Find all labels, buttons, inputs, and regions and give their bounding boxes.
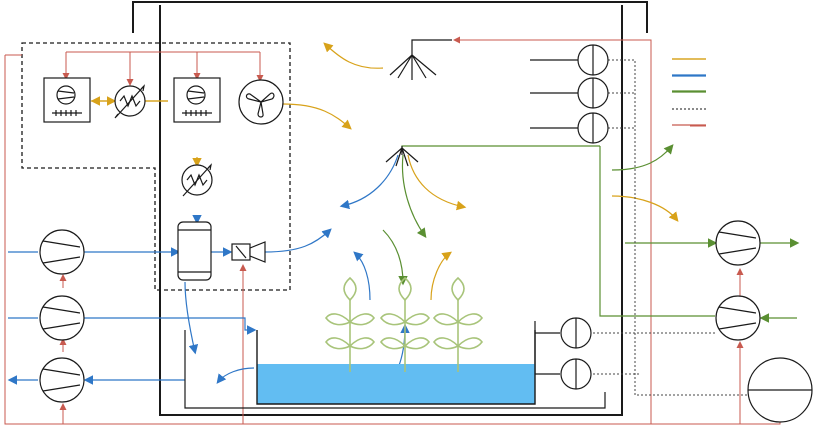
sensor-icon [577,112,609,144]
compressor-unit-icon [43,77,91,123]
plant-icon [325,276,375,372]
sprinkler-icon [389,39,452,80]
nozzle-icon [231,241,266,263]
control-enclosure [21,42,291,291]
water-tray [256,330,536,405]
plant-icon [433,276,483,372]
water-surface [257,364,535,404]
heat-exchanger-icon [114,84,146,119]
chamber-walls [132,1,648,416]
power-lines [4,36,781,425]
fan-icon [238,79,284,125]
pump-icon [715,220,761,266]
plant-icon [380,276,430,372]
water-tank-icon [177,221,212,281]
sensor-icon [560,317,592,349]
sensor-icon [560,358,592,390]
pump-icon [39,229,85,275]
drain-tray [184,330,606,409]
sensor-icon [577,44,609,76]
pump-icon [39,295,85,341]
sensor-icon [577,77,609,109]
legend [672,58,706,126]
pump-icon [715,295,761,341]
heat-exchanger-icon [181,163,213,197]
pressure-vessel-icon [747,357,813,423]
compressor-unit-icon [173,77,221,123]
pump-icon [39,357,85,403]
sprinkler-icon [385,146,419,167]
